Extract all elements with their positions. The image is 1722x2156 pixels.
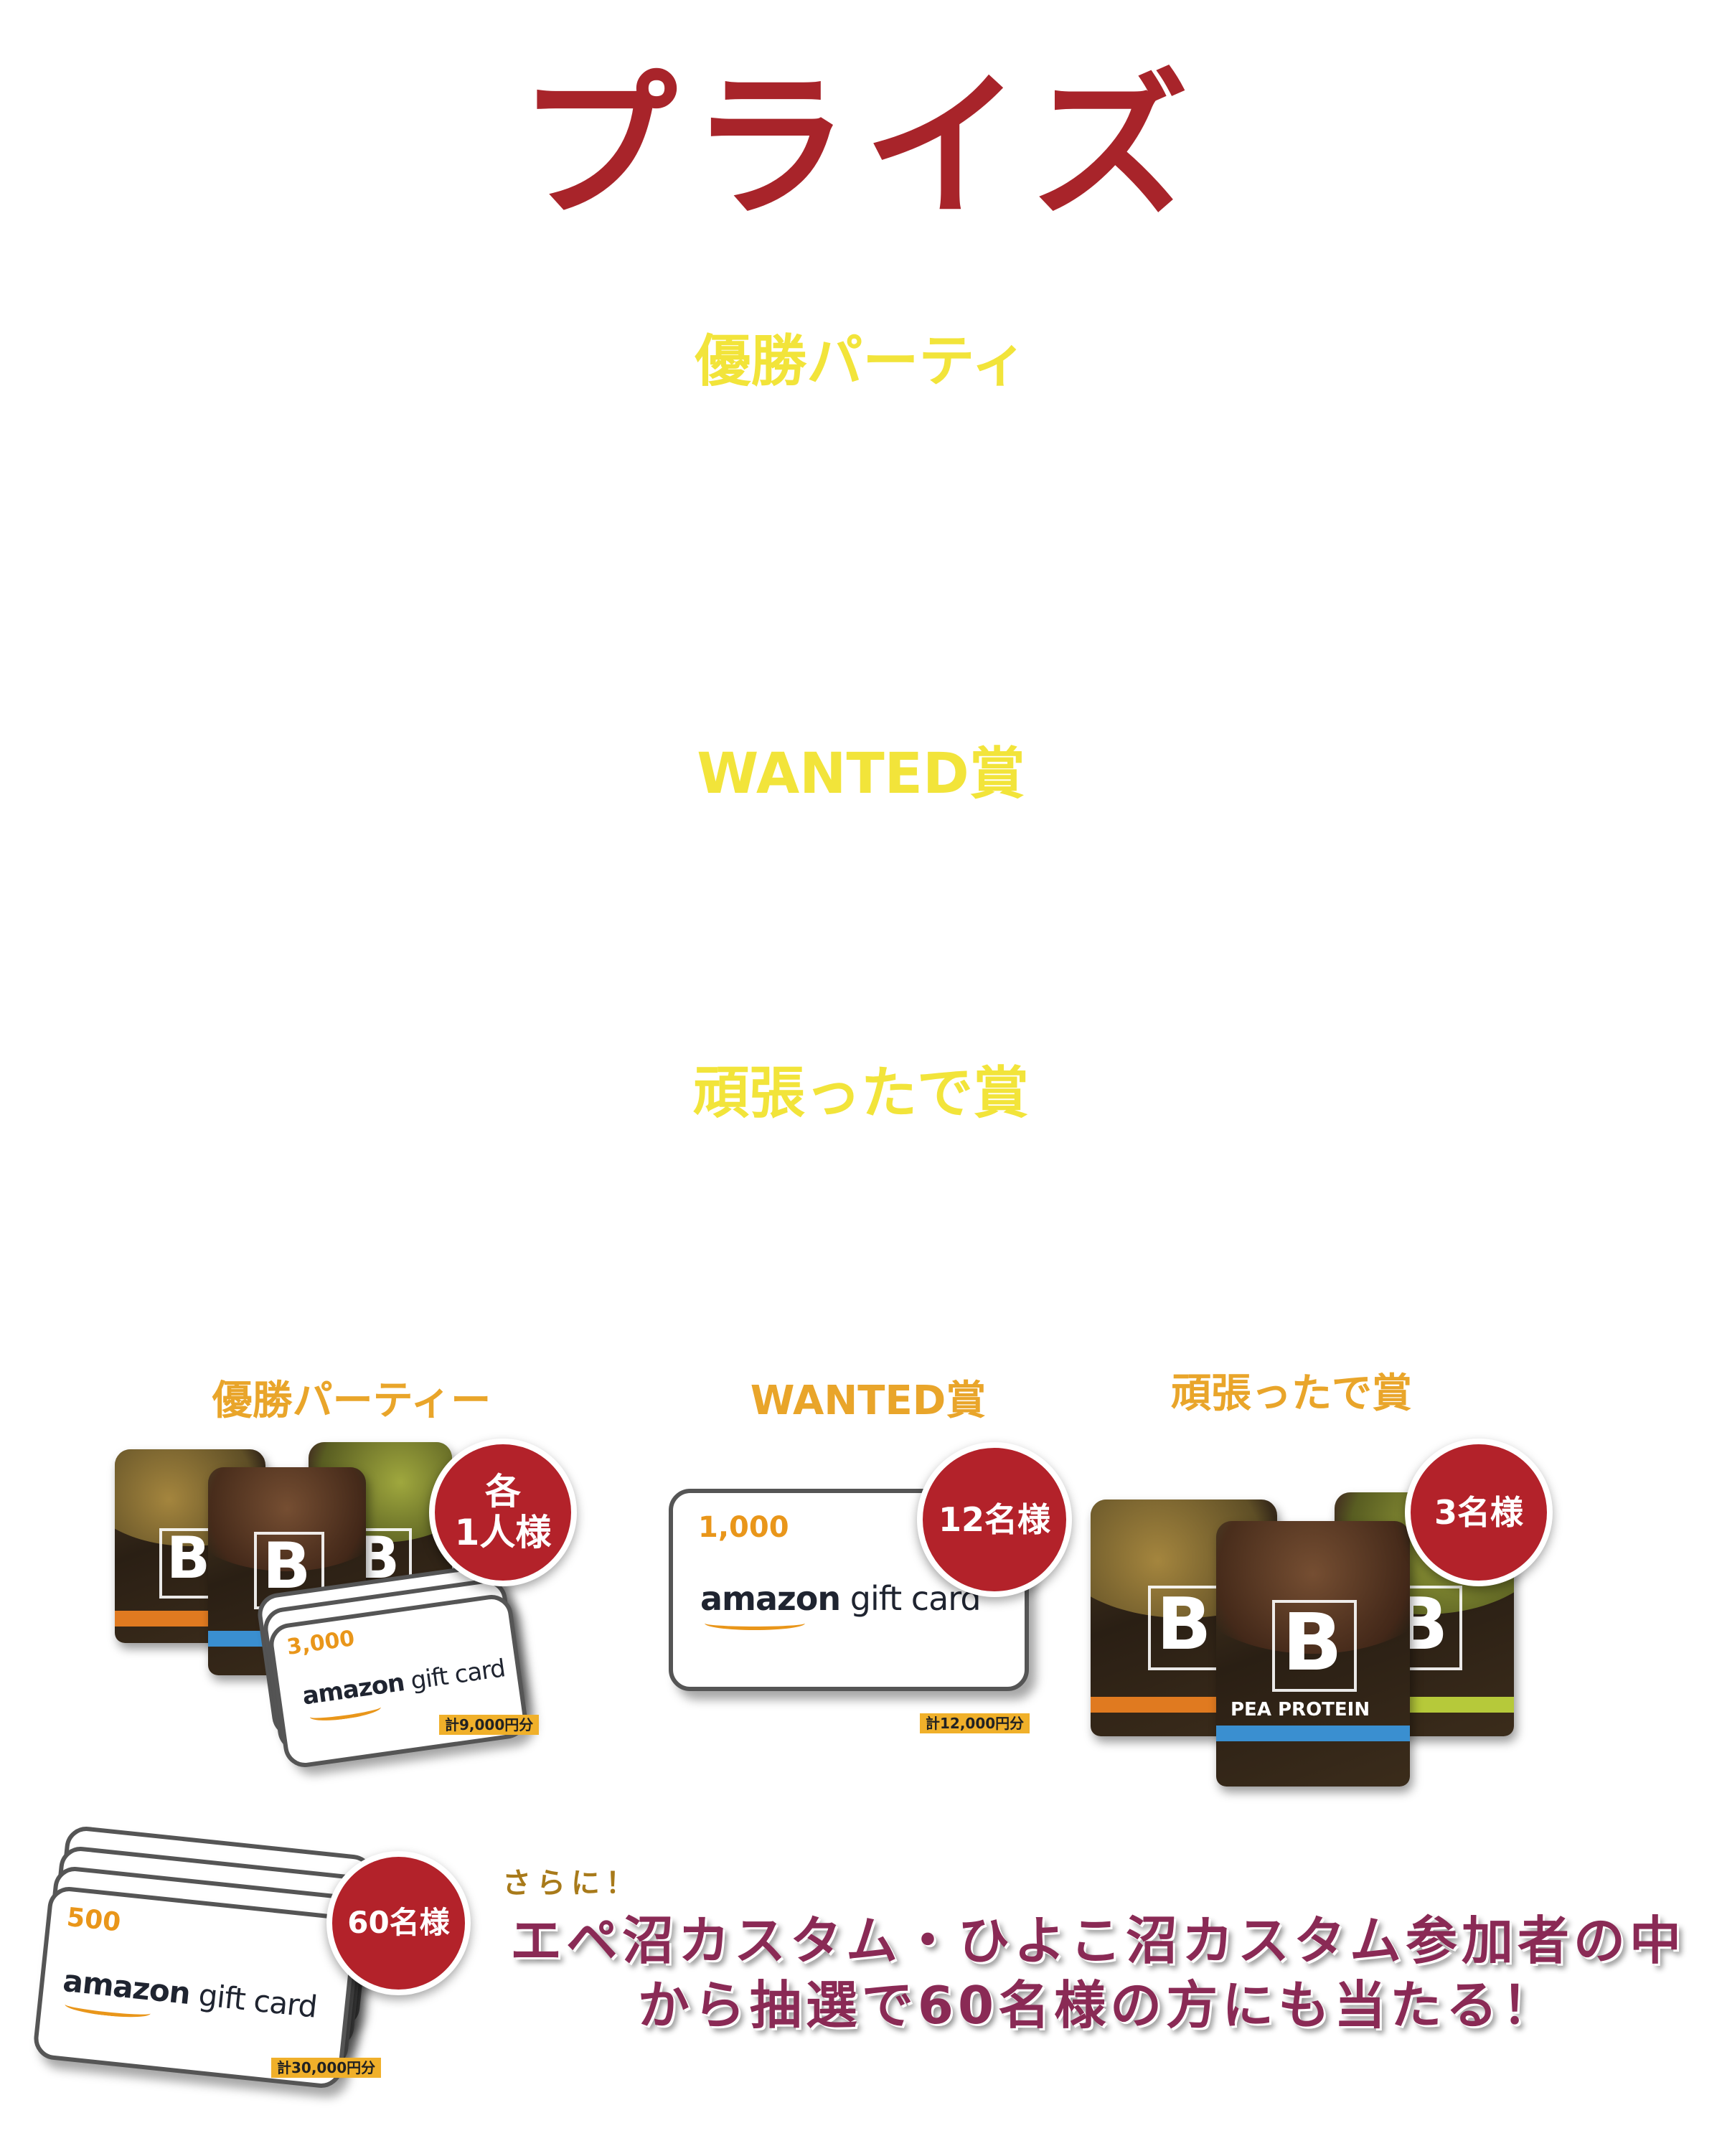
champion-label: 優勝パーティー bbox=[212, 1378, 491, 1424]
product-subtitle: PEA PROTEIN bbox=[1231, 1699, 1370, 1720]
effort-product-group: B B B PEA PROTEIN bbox=[1091, 1485, 1535, 1787]
effort-badge: 3名様 bbox=[1405, 1439, 1553, 1586]
bonus-total: 計30,000円分 bbox=[271, 2058, 382, 2078]
card-amount: 3,000 bbox=[285, 1626, 357, 1660]
product-letter: B bbox=[1157, 1582, 1212, 1666]
bonus-lead: さらに！ bbox=[502, 1867, 640, 1900]
effort-heading: 頑張ったで賞 bbox=[692, 1061, 1029, 1126]
bonus-line-1: エペ沼カスタム・ひよこ沼カスタム参加者の中 bbox=[509, 1911, 1685, 1971]
product-letter: B bbox=[166, 1525, 210, 1591]
wanted-badge: 12名様 bbox=[917, 1442, 1072, 1597]
card-brand: amazon gift card bbox=[300, 1654, 507, 1711]
card-brand: amazon gift card bbox=[61, 1962, 319, 2025]
wanted-heading: WANTED賞 bbox=[697, 742, 1025, 806]
champion-total: 計9,000円分 bbox=[439, 1715, 540, 1735]
page-title: プライズ bbox=[519, 55, 1203, 239]
product-letter: B bbox=[1282, 1596, 1342, 1688]
bonus-line-2: から抽選で60名様の方にも当たる！ bbox=[637, 1975, 1558, 2035]
wanted-total: 計12,000円分 bbox=[920, 1713, 1030, 1733]
bonus-message: エペ沼カスタム・ひよこ沼カスタム参加者の中 から抽選で60名様の方にも当たる！ bbox=[488, 1908, 1708, 2038]
bonus-badge: 60名様 bbox=[326, 1851, 471, 1995]
wanted-label: WANTED賞 bbox=[750, 1378, 987, 1424]
card-amount: 500 bbox=[65, 1902, 123, 1938]
champion-heading: 優勝パーティ bbox=[695, 329, 1027, 394]
product-letter: B bbox=[263, 1529, 311, 1603]
amazon-smile-icon bbox=[705, 1616, 805, 1630]
protein-bag: B PEA PROTEIN bbox=[1216, 1521, 1410, 1787]
card-brand: amazon gift card bbox=[700, 1579, 982, 1618]
effort-label: 頑張ったで賞 bbox=[1171, 1370, 1412, 1417]
card-amount: 1,000 bbox=[698, 1511, 789, 1544]
